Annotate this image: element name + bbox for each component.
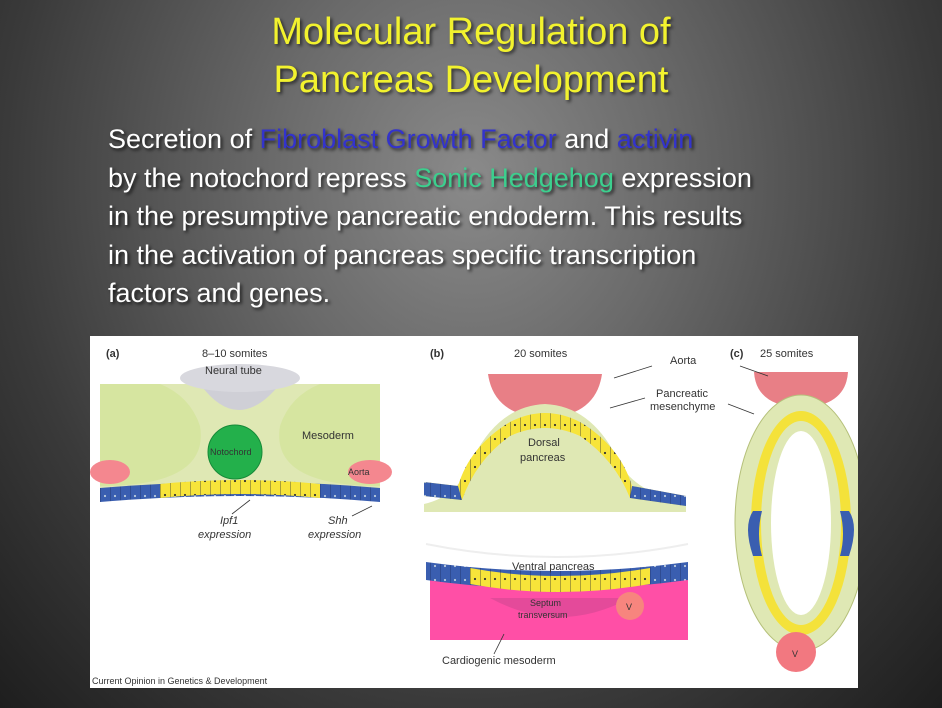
body-text-segment: expression <box>613 162 752 193</box>
septum-shadow <box>490 598 630 617</box>
lumen-c <box>771 431 831 615</box>
mesenchyme-label-2: mesenchyme <box>650 401 715 413</box>
title-line-2: Pancreas Development <box>273 59 669 101</box>
cardiogenic-label: Cardiogenic mesoderm <box>442 655 556 667</box>
vessel-v-label-b: V <box>626 602 632 612</box>
dorsal-shh-right <box>630 486 686 506</box>
ipf1-expression-label: expression <box>198 529 251 541</box>
aorta-shape-c <box>754 372 848 408</box>
cardiogenic-arrow <box>493 633 505 655</box>
dorsal-shh-left <box>424 482 462 500</box>
fgf-term: Fibroblast Growth Factor <box>259 124 557 154</box>
vessel-v-label-c: V <box>792 649 798 659</box>
aorta-left-shape <box>90 460 130 484</box>
ipf1-arrow <box>231 499 251 515</box>
mesenchyme-label-1: Pancreatic <box>656 388 708 400</box>
panel-c-stage: 25 somites <box>760 348 814 360</box>
body-line-4: in the activation of pancreas specific t… <box>108 239 697 270</box>
body-line-1: Secretion of Fibroblast Growth Factor an… <box>108 120 908 159</box>
dorsal-pancreas-label-1: Dorsal <box>528 437 560 449</box>
mesenchyme-arrow-b <box>609 397 646 409</box>
panel-b-stage: 20 somites <box>514 348 568 360</box>
septum-label-1: Septum <box>530 598 561 608</box>
mesoderm-left <box>100 384 201 486</box>
shh-right-c <box>840 511 854 556</box>
aorta-arrow-b <box>613 365 653 379</box>
body-text-segment: by the notochord repress <box>108 162 415 193</box>
ventral-edge <box>425 543 689 558</box>
septum-label-2: transversum <box>518 610 568 620</box>
ipf1-label: Ipf1 <box>220 515 238 527</box>
body-text-segment: Secretion of <box>108 124 260 154</box>
ventral-pancreas-band <box>470 568 650 592</box>
vessel-v-c <box>776 632 816 672</box>
aorta-label-a: Aorta <box>348 467 370 477</box>
figure-svg: (a) 8–10 somites Neural tube Mesoderm No… <box>90 348 858 686</box>
notochord-label: Notochord <box>210 447 252 457</box>
slide-body-text: Secretion of Fibroblast Growth Factor an… <box>108 120 908 313</box>
shh-term: Sonic Hedgehog <box>414 162 614 193</box>
pancreatic-mesenchyme-shape <box>424 404 686 512</box>
aorta-arrow-c <box>739 365 769 377</box>
neural-tube-top <box>180 364 300 392</box>
slide-title: Molecular Regulation of Pancreas Develop… <box>0 8 942 104</box>
panel-a-tag: (a) <box>106 348 120 360</box>
panel-c: (c) 25 somites V <box>727 348 858 672</box>
shh-arrow <box>351 505 373 517</box>
shh-left-c <box>748 511 762 556</box>
aorta-right-shape <box>348 460 392 484</box>
aorta-shape-b <box>488 374 602 418</box>
panel-a: (a) 8–10 somites Neural tube Mesoderm No… <box>90 348 392 541</box>
panel-a-stage: 8–10 somites <box>202 348 268 360</box>
neural-tube-label: Neural tube <box>205 365 262 377</box>
body-line-3: in the presumptive pancreatic endoderm. … <box>108 201 743 231</box>
panel-b: (b) 20 somites Aorta Pancreatic mesenchy… <box>424 348 715 667</box>
mesoderm-label: Mesoderm <box>302 430 354 442</box>
shh-expression-label: expression <box>308 529 361 541</box>
mesenchyme-arrow-c <box>727 403 755 415</box>
figure-credit: Current Opinion in Genetics & Developmen… <box>92 676 268 686</box>
body-line-5: factors and genes. <box>108 278 331 308</box>
panel-c-tag: (c) <box>730 348 744 360</box>
vessel-v-b <box>616 592 644 620</box>
pancreas-development-figure: (a) 8–10 somites Neural tube Mesoderm No… <box>90 336 858 688</box>
ipf1-endoderm-band <box>160 480 320 498</box>
body-text-segment: and <box>556 124 617 154</box>
notochord-shape <box>207 424 263 480</box>
body-line-2: by the notochord repress Sonic Hedgehog … <box>108 159 908 198</box>
activin-term: activin <box>616 124 694 154</box>
title-line-1: Molecular Regulation of <box>271 11 671 53</box>
panel-b-tag: (b) <box>430 348 444 360</box>
mesoderm-right <box>279 384 380 486</box>
dorsal-pancreas-label-2: pancreas <box>520 452 566 464</box>
ventral-pancreas-label: Ventral pancreas <box>512 561 595 573</box>
shh-label: Shh <box>328 515 348 527</box>
aorta-label-b: Aorta <box>670 355 697 367</box>
